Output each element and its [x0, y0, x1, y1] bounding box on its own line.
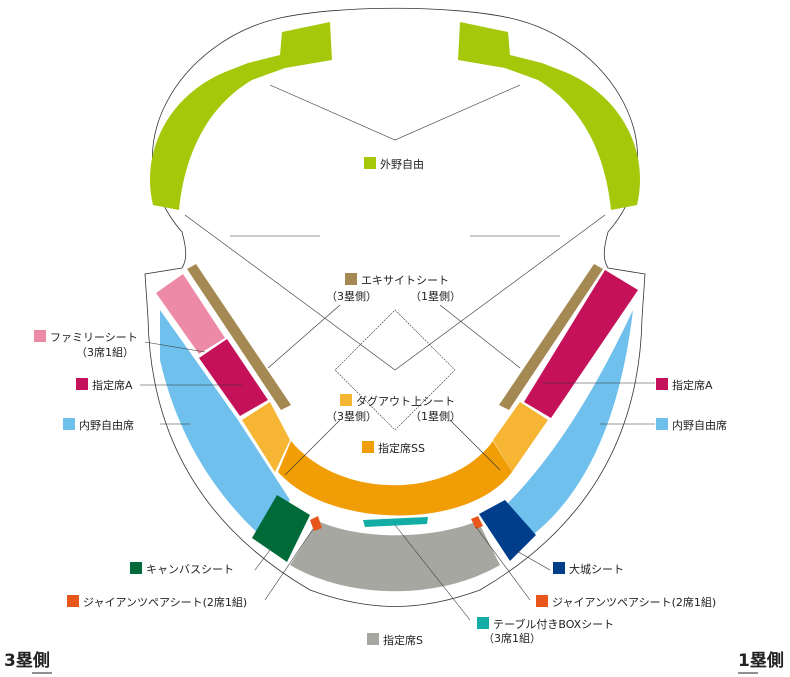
reserved-a-left-label: 指定席A: [92, 378, 133, 392]
family-seat-section[interactable]: [156, 274, 225, 354]
giants-right-label: ジャイアンツペアシート(2席1組): [552, 595, 716, 609]
reserved-a-left-section[interactable]: [199, 339, 268, 416]
outfield-free-marker: [364, 157, 376, 169]
canvas-marker: [130, 562, 142, 574]
table-box-marker: [477, 617, 489, 629]
family-note-label: （3席1組）: [76, 345, 134, 359]
outfield-free-left-section[interactable]: [149, 22, 332, 210]
outfield-free-right-section[interactable]: [458, 22, 641, 210]
field-lines: [184, 214, 606, 371]
table-box-note-label: （3席1組）: [483, 631, 541, 645]
reserved-s-marker: [367, 633, 379, 645]
reserved-a-right-marker: [656, 378, 668, 390]
dugout-upper-right-section[interactable]: [493, 402, 548, 472]
ooshiro-seat-section[interactable]: [479, 500, 536, 561]
excite-seat-right-section[interactable]: [499, 264, 603, 410]
dugout-upper-left-section[interactable]: [242, 402, 290, 472]
infield-right-label: 内野自由席: [672, 418, 727, 432]
dugout-marker: [340, 394, 352, 406]
reserved-a-left-marker: [76, 378, 88, 390]
excite-seat-left-section[interactable]: [187, 264, 291, 410]
outfield-free-label: 外野自由: [380, 157, 424, 171]
excite-first-label: （1塁側）: [410, 290, 461, 303]
reserved-s-label: 指定席S: [383, 633, 423, 647]
canvas-label: キャンバスシート: [146, 563, 234, 576]
family-marker: [34, 330, 46, 342]
giants-pair-right-section[interactable]: [471, 516, 483, 529]
infield-right-marker: [656, 418, 668, 430]
infield-left-marker: [63, 418, 75, 430]
ooshiro-marker: [553, 562, 565, 574]
giants-pair-left-section[interactable]: [310, 516, 322, 531]
reserved-s-section[interactable]: [290, 521, 500, 592]
dugout-first-label: （1塁側）: [410, 410, 461, 423]
infield-free-left-section[interactable]: [160, 310, 290, 537]
reserved-ss-label: 指定席SS: [378, 441, 425, 455]
first-base-side-label: 1塁側: [738, 650, 784, 671]
reserved-a-right-label: 指定席A: [672, 378, 713, 392]
third-base-side-label: 3塁側: [4, 650, 50, 671]
dugout-label: ダグアウト上シート: [356, 394, 455, 408]
reserved-ss-marker: [362, 441, 374, 453]
ooshiro-label: 大城シート: [569, 562, 624, 576]
reserved-a-right-section[interactable]: [524, 270, 638, 418]
excite-marker: [345, 273, 357, 285]
giants-left-marker: [67, 595, 79, 607]
leader-lines: [140, 304, 655, 621]
giants-left-label: ジャイアンツペアシート(2席1組): [83, 595, 247, 609]
infield-free-right-section[interactable]: [508, 310, 633, 537]
reserved-ss-section[interactable]: [278, 441, 512, 516]
excite-third-label: （3塁側）: [326, 290, 377, 303]
dugout-third-label: （3塁側）: [326, 410, 377, 423]
family-label: ファミリーシート: [50, 331, 138, 344]
table-box-label: テーブル付きBOXシート: [493, 617, 614, 631]
excite-label: エキサイトシート: [361, 274, 449, 287]
giants-right-marker: [536, 595, 548, 607]
table-box-section[interactable]: [363, 517, 428, 527]
infield-left-label: 内野自由席: [79, 418, 134, 432]
canvas-seat-section[interactable]: [252, 495, 310, 562]
